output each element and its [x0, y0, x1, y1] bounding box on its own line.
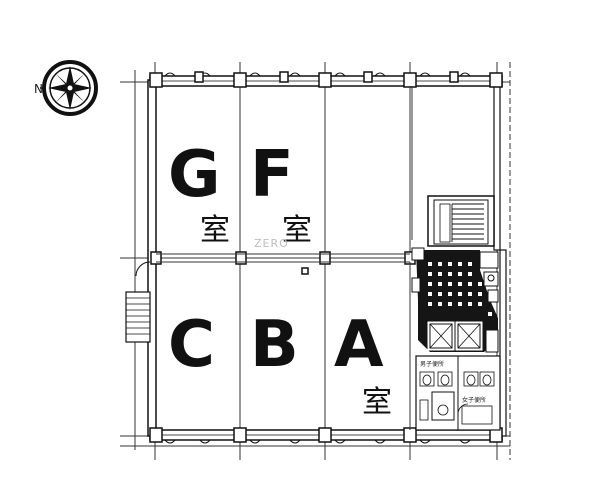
room-glyph-G: 室 [200, 213, 230, 248]
elevator-hall [411, 247, 498, 352]
service-rooms [479, 251, 499, 353]
window-marks-top [164, 72, 471, 77]
zone-label-A: A [334, 308, 384, 382]
exterior-stair [125, 261, 151, 343]
room-glyph-F: 室 [282, 213, 312, 248]
interior-partitions [156, 86, 413, 430]
zone-label-G: G [168, 138, 221, 212]
restrooms [415, 355, 501, 431]
zone-label-B: B [250, 308, 299, 382]
compass-north-label: N [34, 82, 43, 96]
womens-restroom-label: 女子便所 [462, 396, 486, 404]
mens-restroom-label: 男子便所 [420, 360, 444, 368]
zone-label-C: C [168, 308, 215, 382]
watermark: ZERO [254, 237, 289, 250]
core-stair [427, 195, 495, 247]
zone-label-F: F [250, 138, 294, 212]
room-glyph-CBA: 室 [362, 385, 392, 420]
window-marks-bottom [164, 439, 471, 444]
compass-rose-icon [40, 60, 98, 116]
